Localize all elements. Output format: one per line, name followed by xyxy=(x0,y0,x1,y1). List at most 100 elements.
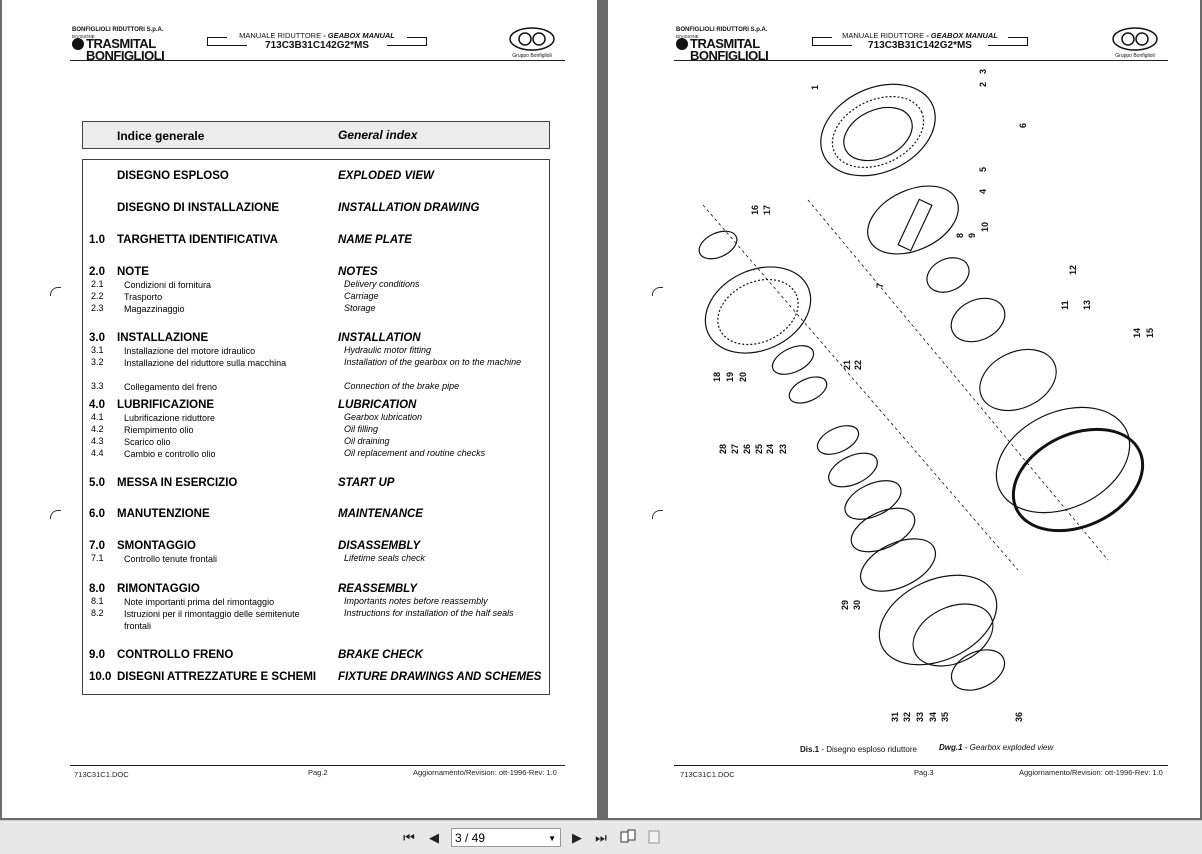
callout-label: 14 xyxy=(1132,328,1142,338)
brake-housing xyxy=(704,266,812,354)
subsection-title-en: Installation of the gearbox on to the ma… xyxy=(344,357,522,367)
subsection-title-it: Collegamento del freno xyxy=(124,382,218,392)
subsection-title-it: Installazione del motore idraulico xyxy=(124,346,256,356)
first-page-button[interactable]: ⏮ xyxy=(403,830,415,845)
section-title-en: MAINTENANCE xyxy=(338,508,423,520)
callout-label: 5 xyxy=(978,167,988,172)
margin-mark xyxy=(652,287,663,296)
company-name: BONFIGLIOLI RIDUTTORI S.p.A. xyxy=(676,27,768,33)
previous-page-button[interactable]: ◀ xyxy=(429,830,439,845)
section-number: 2.0 xyxy=(89,266,105,278)
index-header: Indice generale General index xyxy=(82,121,550,149)
callout-label: 16 xyxy=(750,205,760,215)
section-title-en: DISASSEMBLY xyxy=(338,540,421,552)
section-title-en: FIXTURE DRAWINGS AND SCHEMES xyxy=(338,671,542,683)
callout-label: 30 xyxy=(852,600,862,610)
caption-it: Dis.1 - Disegno esploso riduttore xyxy=(800,745,917,754)
callout-label: 36 xyxy=(1014,712,1024,722)
margin-mark xyxy=(50,287,61,296)
section-number: 8.0 xyxy=(89,583,105,595)
subsection-number: 4.2 xyxy=(91,424,104,434)
subsection-number: 8.1 xyxy=(91,596,104,606)
margin-mark xyxy=(652,510,663,519)
section-title-it: DISEGNO DI INSTALLAZIONE xyxy=(117,202,280,214)
manual-title-box: MANUALE RIDUTTORE - GEABOX MANUAL 713C3B… xyxy=(812,31,1028,51)
subsection-number: 7.1 xyxy=(91,553,104,563)
section-title-en: NOTES xyxy=(338,266,378,278)
page-3: BONFIGLIOLI RIDUTTORI S.p.A. DIVISIONE T… xyxy=(608,0,1200,818)
input-shaft xyxy=(897,198,933,252)
section-number: 1.0 xyxy=(89,234,105,246)
callout-label: 24 xyxy=(765,444,775,454)
section-number: 9.0 xyxy=(89,649,105,661)
planet-carrier xyxy=(979,348,1057,412)
last-page-button[interactable]: ⏭ xyxy=(595,830,607,845)
o-ring xyxy=(867,185,959,255)
page-select[interactable]: 3 / 49 ▼ xyxy=(451,828,561,847)
subsection-title-en: Instructions for installation of the hal… xyxy=(344,608,514,618)
planet-gear xyxy=(950,297,1006,343)
subsection-title-en: Connection of the brake pipe xyxy=(344,381,460,391)
callout-label: 17 xyxy=(762,205,772,215)
top-housing xyxy=(820,83,936,177)
subsection-number: 2.1 xyxy=(91,279,104,289)
section-title-en: BRAKE CHECK xyxy=(338,649,423,661)
section-number: 10.0 xyxy=(89,671,112,683)
callout-label: 22 xyxy=(853,360,863,370)
section-title-it: DISEGNO ESPLOSO xyxy=(117,170,229,182)
section-title-it: CONTROLLO FRENO xyxy=(117,649,234,661)
callout-label: 15 xyxy=(1145,328,1155,338)
manual-title-box: MANUALE RIDUTTORE - GEABOX MANUAL 713C3B… xyxy=(207,31,427,51)
subsection-number: 4.3 xyxy=(91,436,104,446)
callout-label: 21 xyxy=(842,360,852,370)
caption-en: Dwg.1 - Gearbox exploded view xyxy=(939,743,1054,752)
subsection-number: 2.3 xyxy=(91,303,104,313)
subsection-title-en: Importants notes before reassembly xyxy=(344,596,488,606)
callout-label: 20 xyxy=(738,372,748,382)
section-title-it: DISEGNI ATTREZZATURE E SCHEMI xyxy=(117,671,317,683)
section-title-it: LUBRIFICAZIONE xyxy=(117,399,215,411)
subsection-title-en: Hydraulic motor fitting xyxy=(344,345,432,355)
dual-page-view-icon[interactable] xyxy=(619,829,637,847)
section-number: 3.0 xyxy=(89,332,105,344)
callout-label: 1 xyxy=(810,85,820,90)
company-name: BONFIGLIOLI RIDUTTORI S.p.A. xyxy=(72,27,164,33)
callout-label: 4 xyxy=(978,189,988,194)
subsection-title-en: Lifetime seals check xyxy=(344,553,426,563)
callout-label: 26 xyxy=(742,444,752,454)
page-indicator: 3 / 49 xyxy=(455,831,486,845)
callout-label: 25 xyxy=(754,444,764,454)
next-page-button[interactable]: ▶ xyxy=(572,830,582,845)
single-page-view-icon[interactable] xyxy=(645,829,663,847)
subsection-title-en: Oil filling xyxy=(344,424,379,434)
index-title-it: Indice generale xyxy=(117,129,205,143)
subsection-title-it: Installazione del riduttore sulla macchi… xyxy=(124,358,287,368)
section-title-en: START UP xyxy=(338,477,395,489)
subsection-number: 8.2 xyxy=(91,608,104,618)
section-title-it: NOTE xyxy=(117,266,149,278)
footer-page: Pag.3 xyxy=(914,768,934,777)
section-title-en: REASSEMBLY xyxy=(338,583,418,595)
section-number: 7.0 xyxy=(89,540,105,552)
section-number: 5.0 xyxy=(89,477,105,489)
footer-doc: 713C31C1.DOC xyxy=(74,770,129,779)
section-title-it: RIMONTAGGIO xyxy=(117,583,200,595)
bonfiglioli-group-icon xyxy=(509,27,555,51)
callout-label: 11 xyxy=(1060,300,1070,310)
chevron-down-icon: ▼ xyxy=(548,834,556,843)
callout-label: 27 xyxy=(730,444,740,454)
document-viewer: BONFIGLIOLI RIDUTTORI S.p.A. DIVISIONE T… xyxy=(0,0,1202,820)
callout-label: 23 xyxy=(778,444,788,454)
wheel-hub xyxy=(878,574,998,666)
section-title-en: INSTALLATION DRAWING xyxy=(338,202,480,214)
callout-label: 13 xyxy=(1082,300,1092,310)
header-rule xyxy=(70,60,565,61)
page-2: BONFIGLIOLI RIDUTTORI S.p.A. DIVISIONE T… xyxy=(2,0,597,818)
callout-label: 29 xyxy=(840,600,850,610)
subsection-title-it: Controllo tenute frontali xyxy=(124,554,218,564)
callout-label: 32 xyxy=(902,712,912,722)
